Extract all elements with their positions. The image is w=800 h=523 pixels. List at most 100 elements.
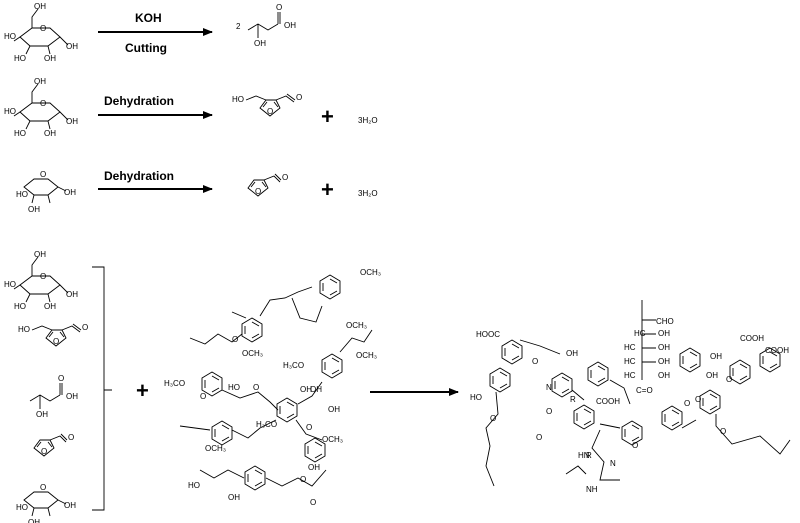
xylose-molecule: O HO OH OH bbox=[16, 170, 76, 214]
lactic-label: OH bbox=[254, 39, 266, 48]
lactic-label: O bbox=[276, 3, 282, 12]
product-label: OH bbox=[710, 352, 722, 361]
reaction-condition-top: KOH bbox=[135, 11, 162, 25]
lignin-label: O bbox=[232, 335, 238, 344]
lignin-label: OH bbox=[228, 493, 240, 502]
glucose-label: O bbox=[40, 272, 46, 281]
glucose-label: HO bbox=[14, 302, 26, 311]
product-label: O bbox=[532, 357, 538, 366]
lignin-structure: OCH₃ OCH₃ OCH₃ OCH₃ H₃CO H₃CO H₃CO OCH₃ … bbox=[164, 268, 381, 507]
lignin-label: O bbox=[300, 475, 306, 484]
product-label: O bbox=[490, 414, 496, 423]
lignin-label: H₃CO bbox=[164, 379, 185, 388]
lignin-label: OH bbox=[300, 385, 312, 394]
lignin-label: O bbox=[306, 423, 312, 432]
hmf-label: HO bbox=[232, 95, 244, 104]
furfural-label: O bbox=[68, 433, 74, 442]
xylose-molecule: O HO OH OH bbox=[16, 483, 76, 523]
lactic-label: O bbox=[58, 374, 64, 383]
product-label: O bbox=[684, 399, 690, 408]
product-label: HO bbox=[470, 393, 482, 402]
glucose-label: OH bbox=[44, 54, 56, 63]
lignin-label: OCH₃ bbox=[242, 349, 263, 358]
lignin-label: OCH₃ bbox=[205, 444, 226, 453]
xylose-label: O bbox=[40, 483, 46, 492]
product-label: N bbox=[546, 383, 552, 392]
glucose-label: OH bbox=[66, 117, 78, 126]
lignin-label: O bbox=[253, 383, 259, 392]
product-label: O bbox=[695, 395, 701, 404]
xylose-label: HO bbox=[16, 190, 28, 199]
product-label: R bbox=[570, 395, 576, 404]
glucose-label: O bbox=[40, 99, 46, 108]
product-label: NH bbox=[586, 485, 598, 494]
hmf-label: O bbox=[53, 337, 59, 346]
xylose-label: O bbox=[40, 170, 46, 179]
glucose-molecule: OH O HO HO OH OH bbox=[4, 250, 78, 311]
lignin-label: O bbox=[310, 498, 316, 507]
product-label: HC bbox=[624, 343, 636, 352]
xylose-label: OH bbox=[64, 188, 76, 197]
glucose-molecule: OH O HO HO OH OH bbox=[4, 77, 78, 138]
product-label: N bbox=[610, 459, 616, 468]
product-label: CHO bbox=[656, 317, 674, 326]
furfural-label: O bbox=[41, 447, 47, 456]
reaction-condition-top: Dehydration bbox=[104, 94, 174, 108]
product-label: HC bbox=[634, 329, 646, 338]
hmf-label: O bbox=[267, 107, 273, 116]
plus-sign: + bbox=[136, 378, 149, 403]
xylose-label: OH bbox=[28, 518, 40, 523]
glucose-label: HO bbox=[4, 280, 16, 289]
product-label: O bbox=[546, 407, 552, 416]
glucose-label: OH bbox=[66, 42, 78, 51]
glucose-molecule: OH O HO HO OH OH bbox=[4, 2, 78, 63]
plus-sign: + bbox=[321, 177, 334, 202]
product-label: C=O bbox=[636, 386, 653, 395]
product-label: OH bbox=[706, 371, 718, 380]
furfural-molecule: O O bbox=[33, 433, 74, 457]
lignin-label: OH bbox=[310, 385, 322, 394]
product-structure: HOOC HO OH COOH CHO HC OH HC OH HC OH HC… bbox=[470, 300, 791, 494]
glucose-label: OH bbox=[34, 77, 46, 86]
glucose-label: O bbox=[40, 24, 46, 33]
glucose-label: OH bbox=[44, 302, 56, 311]
lignin-label: OH bbox=[308, 463, 320, 472]
product-label: OH bbox=[566, 349, 578, 358]
grouping-bracket bbox=[92, 266, 112, 511]
lignin-label: HO bbox=[188, 481, 200, 490]
xylose-label: HO bbox=[16, 503, 28, 512]
xylose-label: OH bbox=[28, 205, 40, 214]
lignin-label: O bbox=[200, 392, 206, 401]
coefficient: 2 bbox=[236, 22, 241, 31]
hmf-molecule: HO O O bbox=[18, 323, 88, 347]
product-label: COOH bbox=[596, 397, 620, 406]
lactic-label: OH bbox=[36, 410, 48, 419]
lignin-label: OH bbox=[328, 405, 340, 414]
product-label: OH bbox=[658, 343, 670, 352]
hmf-label: O bbox=[82, 323, 88, 332]
product-label: HC bbox=[624, 371, 636, 380]
product-label: OH bbox=[658, 357, 670, 366]
lignin-label: OCH₃ bbox=[322, 435, 343, 444]
furfural-label: O bbox=[255, 187, 261, 196]
product-label: COOH bbox=[765, 346, 789, 355]
product-label: HOOC bbox=[476, 330, 500, 339]
reaction-condition-top: Dehydration bbox=[104, 169, 174, 183]
product-label: O bbox=[536, 433, 542, 442]
water-byproduct: 3H₂O bbox=[358, 116, 378, 125]
furfural-label: O bbox=[282, 173, 288, 182]
hmf-label: O bbox=[296, 93, 302, 102]
glucose-label: HO bbox=[4, 32, 16, 41]
plus-sign: + bbox=[321, 104, 334, 129]
product-label: HC bbox=[624, 357, 636, 366]
water-byproduct: 3H₂O bbox=[358, 189, 378, 198]
product-label: HN bbox=[578, 451, 590, 460]
lactic-acid-molecule: 2 O OH OH bbox=[236, 3, 296, 48]
product-label: OH bbox=[658, 371, 670, 380]
glucose-label: OH bbox=[34, 2, 46, 11]
reaction-condition-bottom: Cutting bbox=[125, 41, 167, 55]
lignin-label: H₃CO bbox=[256, 420, 277, 429]
furfural-molecule: O O bbox=[247, 173, 288, 197]
product-label: O bbox=[726, 375, 732, 384]
